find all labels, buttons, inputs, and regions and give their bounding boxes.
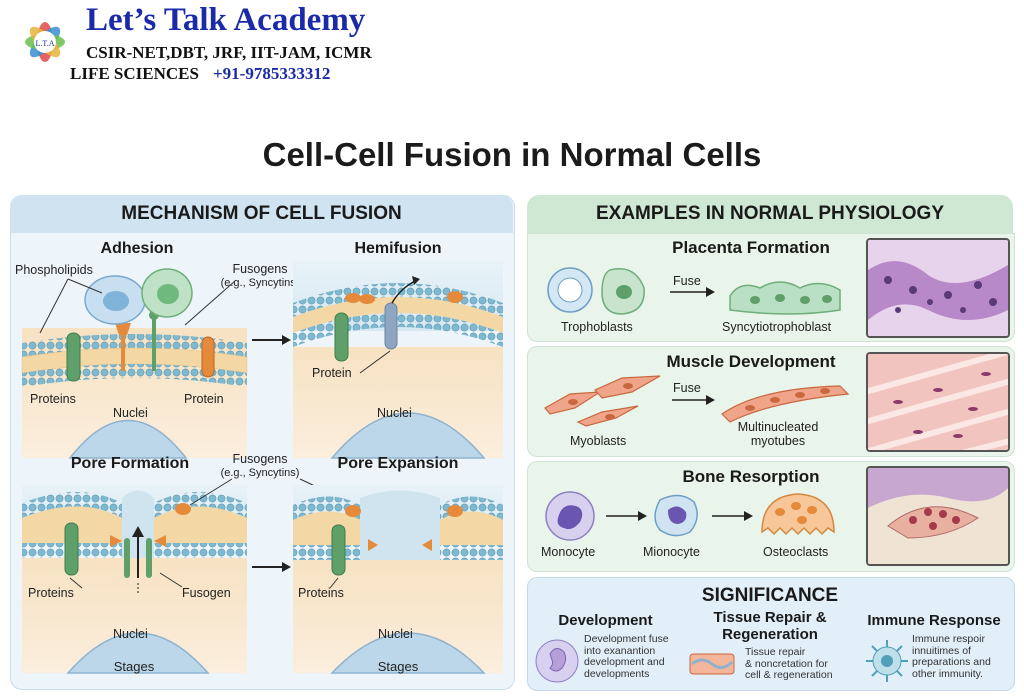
osteoclasts-label: Osteoclasts bbox=[763, 545, 829, 559]
immune-text-line: other immunity. bbox=[912, 667, 983, 680]
placenta-title: Placenta Formation bbox=[672, 238, 830, 257]
label-protein-hemifusion: Protein bbox=[312, 366, 352, 380]
label-fusogens-eg-bottom: (e.g., Syncytins) bbox=[221, 467, 300, 479]
repair-text-line: & noncretation for bbox=[745, 657, 828, 670]
adhesion-diagram bbox=[21, 268, 248, 459]
label-phospholipids: Phospholipids bbox=[15, 263, 93, 277]
academy-subject: LIFE SCIENCES bbox=[70, 64, 199, 83]
development-text-line: into exanantion bbox=[584, 644, 656, 657]
embryo-icon bbox=[535, 639, 579, 683]
muscle-diagram bbox=[544, 375, 850, 427]
immune-text-line: preparations and bbox=[912, 656, 991, 668]
academy-name: Let’s Talk Academy bbox=[86, 2, 366, 38]
label-fusogen: Fusogen bbox=[182, 586, 231, 600]
trophoblast-cell-1 bbox=[547, 267, 593, 313]
myoblasts-label: Myoblasts bbox=[570, 434, 627, 448]
significance-immune-text: Immune respoir innuitimes of preparation… bbox=[912, 633, 991, 680]
pore-formation-diagram bbox=[22, 478, 356, 674]
trophoblast-cell-2 bbox=[601, 268, 645, 315]
repair-text-line: Tissue repair bbox=[745, 646, 806, 658]
label-fusogens-eg-top: (e.g., Syncytins) bbox=[221, 277, 300, 289]
stage-pore-formation: Pore Formation bbox=[71, 455, 189, 472]
myotubes-label: Multinucleated myotubes bbox=[722, 420, 834, 448]
mechanism-diagram: Phospholipids Adhesion Proteins Protein … bbox=[15, 240, 503, 674]
significance-box bbox=[527, 577, 1015, 691]
significance-development-title: Development bbox=[558, 612, 653, 629]
label-proteins-adhesion: Proteins bbox=[30, 392, 76, 406]
stage-pore-expansion: Pore Expansion bbox=[338, 455, 459, 472]
label-protein-adhesion: Protein bbox=[184, 392, 224, 406]
logo-text: L.T.A bbox=[36, 39, 55, 48]
muscle-title: Muscle Development bbox=[666, 352, 836, 371]
examples-heading: EXAMPLES IN NORMAL PHYSIOLOGY bbox=[595, 203, 945, 224]
immune-text-line: innuitimes of bbox=[912, 644, 971, 657]
immune-cell-icon bbox=[866, 640, 908, 682]
repair-title-line2: Regeneration bbox=[722, 626, 818, 643]
osteoclast-cell bbox=[761, 493, 835, 536]
placenta-fuse-label: Fuse bbox=[673, 274, 701, 288]
development-text-line: developments bbox=[584, 667, 650, 680]
myotubes-label-line2: myotubes bbox=[750, 434, 806, 448]
immune-text-line: Immune respoir bbox=[912, 633, 985, 645]
academy-contact: LIFE SCIENCES +91-9785333312 bbox=[70, 64, 330, 84]
academy-phone: +91-9785333312 bbox=[212, 64, 331, 83]
label-nuclei-pore-expansion: Nuclei bbox=[378, 627, 413, 641]
tissue-repair-icon bbox=[689, 653, 735, 675]
stage-hemifusion: Hemifusion bbox=[354, 240, 441, 257]
significance-development-text: Development fuse into exanantion develop… bbox=[584, 633, 669, 680]
monocyte-cell bbox=[545, 491, 595, 541]
repair-text-line: cell & regeneration bbox=[745, 669, 833, 681]
muscle-micrograph bbox=[866, 352, 1010, 452]
label-nuclei-hemifusion: Nuclei bbox=[377, 406, 412, 420]
placenta-diagram bbox=[547, 267, 841, 315]
pore-expansion-diagram bbox=[293, 485, 503, 674]
significance-repair-text: Tissue repair & noncretation for cell & … bbox=[745, 646, 833, 682]
bone-micrograph bbox=[866, 466, 1010, 566]
label-proteins-pore-expansion: Proteins bbox=[298, 586, 344, 600]
academy-exams: CSIR-NET,DBT, JRF, IIT-JAM, ICMR bbox=[86, 43, 372, 62]
bone-diagram bbox=[545, 491, 835, 541]
hemifusion-diagram bbox=[293, 261, 503, 459]
mechanism-header-bar bbox=[10, 195, 513, 233]
stage-adhesion: Adhesion bbox=[101, 240, 174, 257]
repair-title-line1: Tissue Repair & bbox=[713, 609, 827, 626]
development-text-line: development and bbox=[584, 656, 665, 668]
mionocyte-cell bbox=[654, 494, 698, 537]
placenta-micrograph bbox=[866, 238, 1010, 338]
significance-immune-title: Immune Response bbox=[867, 612, 1001, 629]
examples-header-bar bbox=[527, 195, 1013, 233]
bone-title: Bone Resorption bbox=[682, 467, 820, 486]
myotubes-label-line1: Multinucleated bbox=[737, 420, 819, 434]
label-proteins-pore-formation: Proteins bbox=[28, 586, 74, 600]
significance-heading: SIGNIFICANCE bbox=[701, 585, 839, 606]
muscle-fuse-label: Fuse bbox=[673, 381, 701, 395]
page-title: Cell-Cell Fusion in Normal Cells bbox=[262, 136, 762, 173]
label-nuclei-pore-formation: Nuclei bbox=[113, 627, 148, 641]
syncytiotrophoblast-label: Syncytiotrophoblast bbox=[722, 320, 832, 334]
label-fusogens-bottom: Fusogens bbox=[233, 452, 288, 466]
trophoblasts-label: Trophoblasts bbox=[561, 320, 633, 334]
mechanism-heading: MECHANISM OF CELL FUSION bbox=[121, 203, 402, 224]
mionocyte-label: Mionocyte bbox=[643, 545, 700, 559]
development-text-line: Development fuse bbox=[584, 633, 669, 645]
label-nuclei-adhesion: Nuclei bbox=[113, 406, 148, 420]
label-fusogens-top: Fusogens bbox=[233, 262, 288, 276]
label-stages-right: Stages bbox=[378, 659, 419, 674]
monocyte-label: Monocyte bbox=[541, 545, 596, 559]
significance-repair-title: Tissue Repair & Regeneration bbox=[705, 609, 835, 643]
label-stages-left: Stages bbox=[114, 659, 155, 674]
academy-logo: L.T.A bbox=[25, 22, 65, 62]
